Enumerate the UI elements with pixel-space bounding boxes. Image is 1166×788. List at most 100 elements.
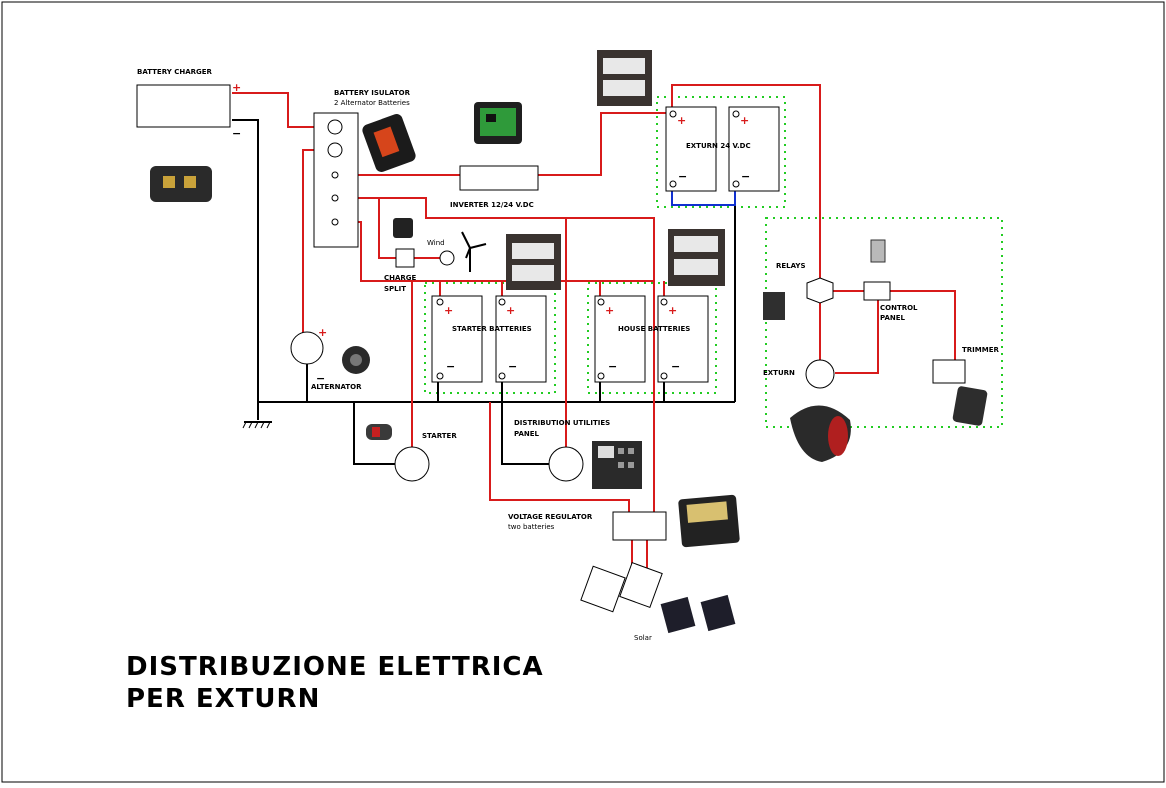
relays-photo: [763, 292, 785, 320]
starter-battery-2: [495, 295, 547, 383]
diagram-title-line-1: DISTRIBUZIONE ELETTRICA: [126, 652, 544, 682]
exturn-motor-circle: [805, 359, 835, 389]
isolator-sublabel: 2 Alternator Batteries: [334, 99, 410, 107]
battery-terminal: [597, 372, 605, 380]
wind-turbine-icon: [461, 231, 487, 272]
plus-marker: +: [677, 114, 686, 127]
starter-batteries-photo: [506, 234, 561, 290]
inverter: INVERTER 12/24 V.DC: [450, 102, 539, 209]
negative-wiring: [232, 119, 736, 465]
minus-marker: −: [316, 372, 325, 385]
battery-terminal: [732, 110, 740, 118]
starter-circle: [394, 446, 430, 482]
battery-terminal: [660, 298, 668, 306]
charger-minus: −: [232, 127, 241, 140]
alternator-circle: [290, 331, 324, 365]
relays-label: RELAYS: [776, 262, 806, 270]
plus-marker: +: [605, 304, 614, 317]
minus-marker: −: [741, 170, 750, 183]
house-battery-2: [657, 295, 709, 383]
charger-photo: [150, 166, 212, 202]
plus-marker: +: [740, 114, 749, 127]
solar-panel-1: [580, 565, 626, 613]
plus-marker: +: [668, 304, 677, 317]
house-battery-1: [594, 295, 646, 383]
distribution-panel: DISTRIBUTION UTILITIES PANEL: [514, 419, 642, 489]
isolator-terminal: [331, 171, 339, 179]
voltage-regulator-box: [612, 511, 667, 541]
plus-marker: +: [506, 304, 515, 317]
alternator: + − ALTERNATOR: [290, 326, 370, 391]
voltage-regulator-label-2: two batteries: [508, 523, 555, 531]
battery-terminal: [498, 298, 506, 306]
exturn-label: EXTURN: [763, 369, 795, 377]
isolator-terminal: [327, 119, 343, 135]
exturn-batteries: + + − − EXTURN 24 V.DC: [597, 50, 780, 192]
trimmer-box: [932, 359, 966, 384]
isolator-photo: [362, 114, 416, 172]
plus-marker: +: [444, 304, 453, 317]
battery-charger: BATTERY CHARGER + −: [136, 68, 241, 202]
exturn-24-label: EXTURN 24 V.DC: [686, 142, 751, 150]
battery-terminal: [436, 298, 444, 306]
starter: STARTER: [366, 424, 457, 482]
diagram-title-line-2: PER EXTURN: [126, 684, 320, 714]
solar-label: Solar: [634, 634, 652, 642]
exturn-battery-2: [728, 106, 780, 192]
charge-split-label-2: SPLIT: [384, 285, 406, 293]
charge-split: CHARGE SPLIT: [384, 218, 417, 293]
battery-terminal: [597, 298, 605, 306]
charge-split-photo: [393, 218, 413, 238]
isolator-terminal: [327, 142, 343, 158]
exturn-control-group: [765, 217, 1003, 428]
exturn-batteries-photo: [597, 50, 652, 106]
battery-charger-label: BATTERY CHARGER: [137, 68, 213, 76]
minus-marker: −: [678, 170, 687, 183]
house-batteries: + + − − HOUSE BATTERIES: [594, 229, 725, 383]
control-panel-label-1: CONTROL: [880, 304, 918, 312]
exturn-battery-group: [656, 96, 786, 208]
exturn-battery-1: [665, 106, 717, 192]
control-panel-box: [863, 281, 891, 301]
minus-marker: −: [608, 360, 617, 373]
distribution-label-2: PANEL: [514, 430, 540, 438]
wind-label: Wind: [427, 239, 445, 247]
exturn-photo: [790, 405, 851, 462]
exturn-control-system: RELAYS CONTROL PANEL EXTURN TRIMMER: [763, 239, 999, 462]
plus-marker: +: [318, 326, 327, 339]
control-panel-label-2: PANEL: [880, 314, 906, 322]
starter-batteries-label: STARTER BATTERIES: [452, 325, 532, 333]
battery-terminal: [436, 372, 444, 380]
voltage-regulator-photo: [678, 494, 740, 548]
battery-isolator: BATTERY ISULATOR 2 Alternator Batteries: [313, 89, 416, 248]
battery-charger-box: [136, 84, 231, 128]
inverter-photo: [474, 102, 522, 144]
starter-battery-1: [431, 295, 483, 383]
voltage-regulator: VOLTAGE REGULATOR two batteries: [508, 494, 740, 548]
starter-battery-group: [424, 282, 556, 394]
alternator-label: ALTERNATOR: [311, 383, 362, 391]
wind-generator: Wind: [427, 231, 487, 272]
isolator-terminal: [331, 218, 339, 226]
exturn-link-wire: [671, 185, 736, 206]
isolator-label: BATTERY ISULATOR: [334, 89, 411, 97]
starter-batteries: + + − − STARTER BATTERIES: [431, 234, 561, 383]
charge-split-label-1: CHARGE: [384, 274, 417, 282]
battery-terminal: [732, 180, 740, 188]
battery-terminal: [669, 180, 677, 188]
starter-label: STARTER: [422, 432, 457, 440]
inverter-label: INVERTER 12/24 V.DC: [450, 201, 534, 209]
minus-marker: −: [446, 360, 455, 373]
solar-panel-photo: [700, 594, 736, 632]
battery-terminal: [498, 372, 506, 380]
house-batteries-label: HOUSE BATTERIES: [618, 325, 690, 333]
isolator-terminal: [331, 194, 339, 202]
distribution-panel-photo: [592, 441, 642, 489]
house-batteries-photo: [668, 229, 725, 286]
battery-terminal: [660, 372, 668, 380]
house-battery-group: [587, 282, 717, 394]
inverter-box: [459, 165, 539, 191]
solar-panel-2: [619, 561, 663, 609]
charge-split-box: [395, 248, 415, 268]
